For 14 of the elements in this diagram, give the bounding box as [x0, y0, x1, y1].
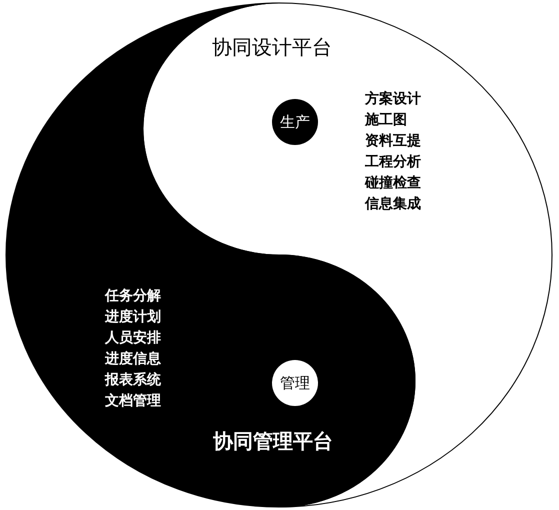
list-item: 方案设计	[365, 90, 421, 108]
list-item: 信息集成	[365, 195, 421, 213]
list-item: 工程分析	[365, 153, 421, 171]
list-item: 进度计划	[105, 308, 161, 326]
list-item: 报表系统	[105, 371, 161, 389]
list-item: 进度信息	[105, 350, 161, 368]
list-item: 任务分解	[105, 287, 161, 305]
list-item: 碰撞检查	[365, 174, 421, 192]
list-item: 资料互提	[365, 132, 421, 150]
list-item: 施工图	[365, 111, 407, 129]
platform-title: 协同管理平台	[213, 428, 333, 455]
platform-title: 协同设计平台	[212, 34, 332, 61]
list-item: 文档管理	[105, 392, 161, 410]
list-item: 人员安排	[105, 329, 161, 347]
